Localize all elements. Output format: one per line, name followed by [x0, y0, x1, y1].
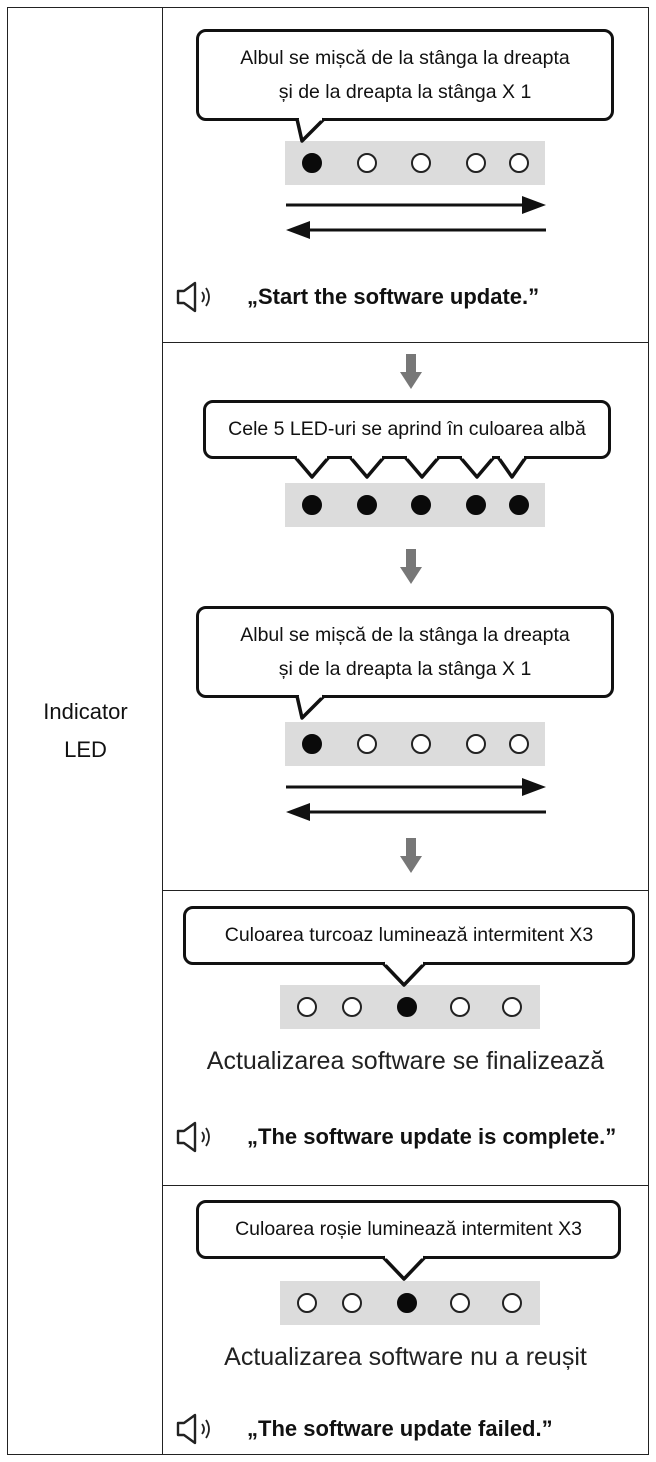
row-divider-3 — [162, 1185, 649, 1186]
led-5 — [509, 153, 529, 173]
led-bar — [280, 985, 540, 1029]
down-arrow — [400, 549, 422, 584]
led-3 — [397, 997, 417, 1017]
voice-text: „The software update is complete.” — [247, 1124, 617, 1149]
bubble-text-line1: Albul se mișcă de la stânga la dreapta — [240, 624, 570, 646]
instruction-bubble: Cele 5 LED-uri se aprind în culoarea alb… — [203, 400, 611, 459]
led-1 — [302, 495, 322, 515]
voice-text: „Start the software update.” — [247, 284, 540, 309]
bubble-text-line2: și de la dreapta la stânga X 1 — [278, 658, 532, 680]
multi-tail — [293, 455, 528, 479]
led-3 — [411, 153, 431, 173]
speaker-icon — [176, 1413, 210, 1445]
voice-prompt: „The software update is complete.” — [175, 1120, 616, 1154]
led-5 — [509, 734, 529, 754]
led-2 — [342, 997, 362, 1017]
row-divider-2 — [162, 890, 649, 891]
led-1 — [297, 997, 317, 1017]
led-1 — [297, 1293, 317, 1313]
led-2 — [357, 495, 377, 515]
voice-prompt: „Start the software update.” — [175, 280, 539, 314]
table-frame — [7, 7, 649, 1455]
bubble-tail — [295, 117, 326, 143]
led-1 — [302, 153, 322, 173]
voice-prompt: „The software update failed.” — [175, 1412, 553, 1446]
led-3 — [411, 734, 431, 754]
bubble-tail — [381, 1255, 427, 1281]
led-bar — [285, 483, 545, 527]
down-arrow — [400, 354, 422, 389]
column-divider — [162, 7, 163, 1455]
status-caption: Actualizarea software se finalizează — [206, 1047, 605, 1075]
status-caption: Actualizarea software nu a reușit — [224, 1343, 587, 1371]
speaker-icon — [176, 281, 210, 313]
instruction-bubble: Culoarea turcoaz luminează intermitent X… — [183, 906, 635, 965]
led-3 — [397, 1293, 417, 1313]
indicator-label-line2: LED — [64, 737, 107, 762]
led-1 — [302, 734, 322, 754]
indicator-label: Indicator LED — [9, 693, 162, 769]
speaker-icon — [176, 1121, 210, 1153]
bidirectional-arrows — [286, 778, 546, 821]
row-divider-1 — [162, 342, 649, 343]
indicator-label-line1: Indicator — [43, 699, 128, 724]
bubble-tail — [295, 694, 326, 720]
bubble-text-line1: Albul se mișcă de la stânga la dreapta — [240, 47, 570, 69]
bubble-text-line2: și de la dreapta la stânga X 1 — [278, 81, 532, 103]
led-bar — [285, 722, 545, 766]
led-5 — [502, 997, 522, 1017]
bubble-text-line1: Cele 5 LED-uri se aprind în culoarea alb… — [228, 418, 586, 440]
led-2 — [357, 153, 377, 173]
led-4 — [466, 734, 486, 754]
led-4 — [450, 997, 470, 1017]
led-4 — [466, 495, 486, 515]
down-arrow — [400, 838, 422, 873]
led-2 — [342, 1293, 362, 1313]
led-4 — [450, 1293, 470, 1313]
instruction-bubble: Albul se mișcă de la stânga la dreapta ș… — [196, 606, 614, 698]
bubble-text-line1: Culoarea roșie luminează intermitent X3 — [235, 1218, 582, 1240]
led-2 — [357, 734, 377, 754]
led-5 — [509, 495, 529, 515]
bubble-tail — [381, 961, 427, 987]
led-bar — [280, 1281, 540, 1325]
voice-text: „The software update failed.” — [247, 1416, 553, 1441]
bidirectional-arrows — [286, 196, 546, 239]
led-bar — [285, 141, 545, 185]
led-5 — [502, 1293, 522, 1313]
led-3 — [411, 495, 431, 515]
instruction-bubble: Albul se mișcă de la stânga la dreapta ș… — [196, 29, 614, 121]
led-4 — [466, 153, 486, 173]
instruction-bubble: Culoarea roșie luminează intermitent X3 — [196, 1200, 621, 1259]
bubble-text-line1: Culoarea turcoaz luminează intermitent X… — [224, 924, 594, 946]
